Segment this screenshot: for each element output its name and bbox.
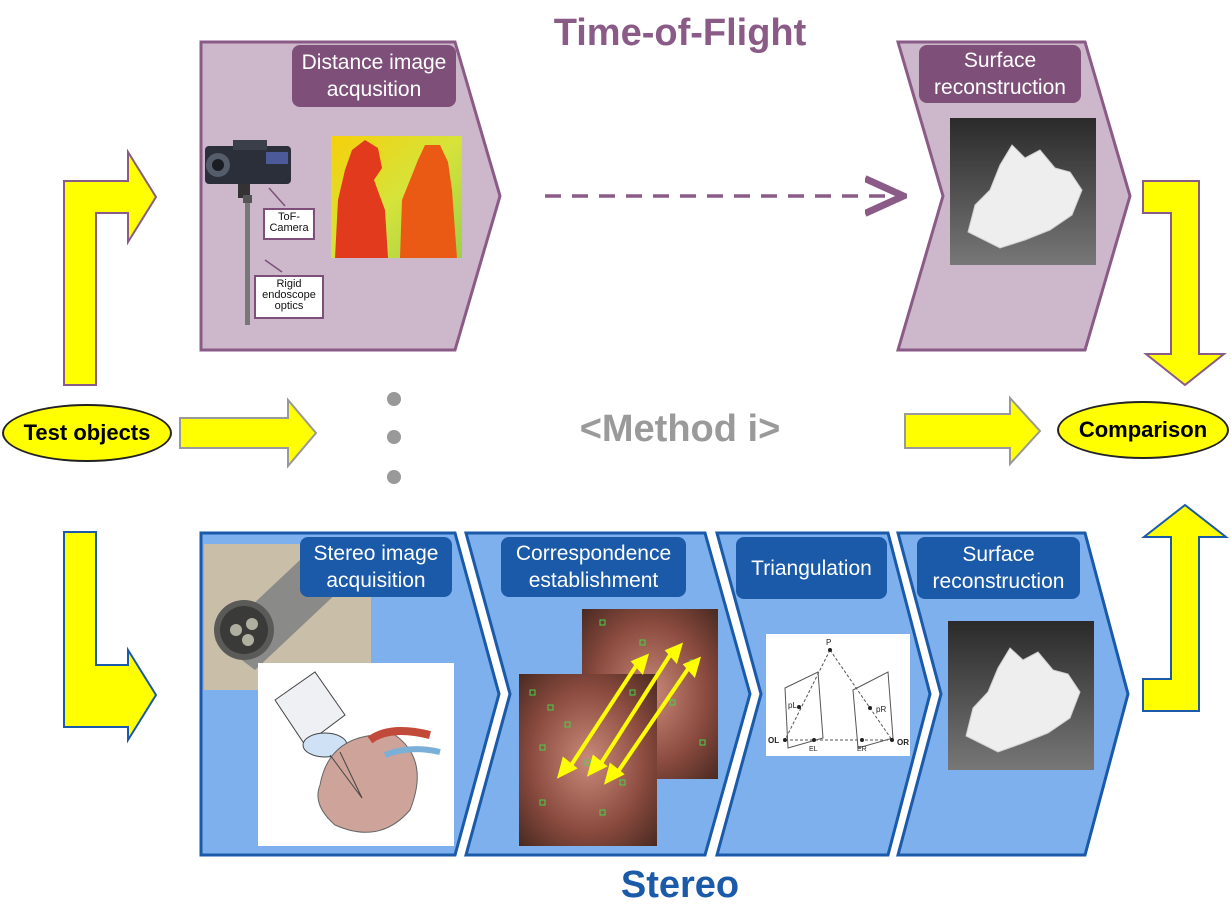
optics-label: Rigid endoscope optics bbox=[254, 275, 324, 319]
tri-label-pr: pR bbox=[876, 705, 886, 714]
comparison-oval: Comparison bbox=[1057, 401, 1229, 459]
tri-label-p: P bbox=[826, 638, 831, 647]
tof-camera-icon bbox=[205, 140, 291, 325]
optics-pointer bbox=[264, 259, 283, 273]
heart-sketch bbox=[258, 663, 454, 846]
arrow-down-to-stereo bbox=[63, 531, 158, 744]
arrow-down-from-tof bbox=[1142, 180, 1227, 387]
stereo-step-acquisition-label: Stereo image acquisition bbox=[300, 537, 452, 597]
triangulation-figure: P pL pR OL OR EL ER bbox=[766, 634, 910, 756]
tof-camera-label: ToF- Camera bbox=[263, 208, 315, 240]
stereo-step-triangulation-label: Triangulation bbox=[736, 537, 887, 599]
ellipsis-dot bbox=[387, 392, 401, 406]
arrow-up-from-stereo bbox=[1141, 503, 1229, 712]
title-method-i: <Method i> bbox=[579, 408, 781, 450]
tof-step-reconstruction-label: Surface reconstruction bbox=[919, 45, 1081, 103]
tri-label-ol: OL bbox=[768, 736, 779, 745]
tri-label-el: EL bbox=[809, 746, 818, 753]
test-objects-oval: Test objects bbox=[2, 404, 172, 462]
tri-label-or: OR bbox=[897, 738, 909, 747]
tri-label-er: ER bbox=[857, 746, 867, 753]
tof-distance-image bbox=[331, 136, 462, 258]
stereo-step-correspondence-label: Correspondence establishment bbox=[501, 537, 686, 597]
title-stereo: Stereo bbox=[620, 864, 740, 906]
arrow-right-to-comparison bbox=[904, 395, 1042, 467]
arrow-up-to-tof bbox=[63, 148, 158, 386]
title-time-of-flight: Time-of-Flight bbox=[553, 12, 807, 54]
stereo-step-reconstruction-label: Surface reconstruction bbox=[917, 537, 1080, 599]
ellipsis-dot bbox=[387, 470, 401, 484]
tri-label-pl: pL bbox=[788, 701, 797, 710]
correspondence-images bbox=[519, 609, 718, 846]
camera-pointer bbox=[268, 187, 286, 207]
stereo-surface-image bbox=[948, 621, 1094, 770]
arrow-right-to-method bbox=[179, 397, 318, 469]
tof-step-acquisition-label: Distance image acqusition bbox=[292, 45, 456, 107]
ellipsis-dot bbox=[387, 430, 401, 444]
tof-surface-image bbox=[950, 118, 1096, 265]
